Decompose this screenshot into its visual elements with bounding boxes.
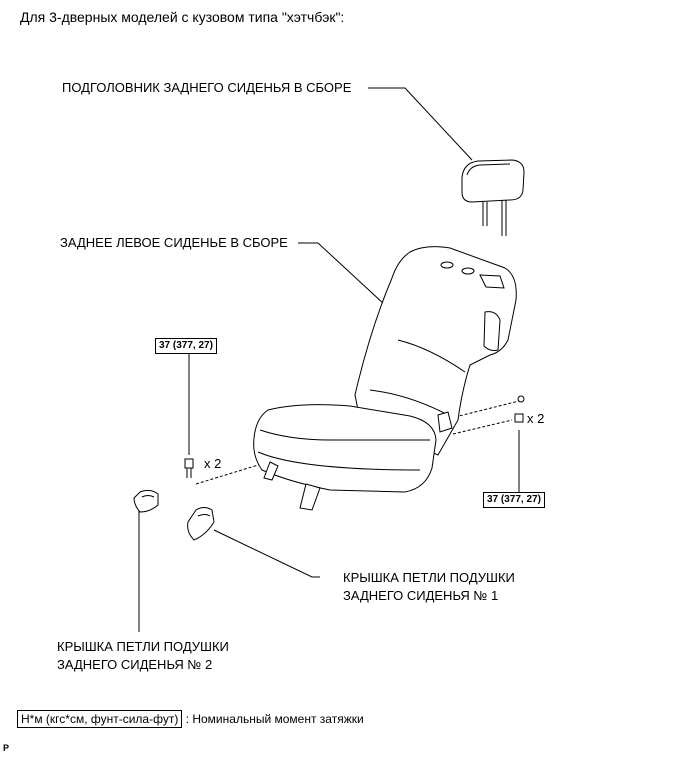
bolt-alignment-dashed-right-lower [452, 419, 513, 435]
bolt-alignment-dashed-left [195, 461, 269, 485]
cover1-leader-line [213, 529, 320, 578]
seat-label: ЗАДНЕЕ ЛЕВОЕ СИДЕНЬЕ В СБОРЕ [60, 235, 288, 250]
page-title: Для 3-дверных моделей с кузовом типа "хэ… [20, 9, 345, 25]
hinge-cover-1-label-line1: КРЫШКА ПЕТЛИ ПОДУШКИ [343, 570, 515, 585]
headrest-drawing [461, 159, 525, 236]
hinge-cover-1-label: КРЫШКА ПЕТЛИ ПОДУШКИ ЗАДНЕГО СИДЕНЬЯ № 1 [343, 569, 515, 605]
hinge-cover-parts [133, 489, 215, 541]
torque-legend-text: : Номинальный момент затяжки [182, 712, 364, 726]
bolt-quantity-right: x 2 [527, 411, 545, 426]
headrest-label: ПОДГОЛОВНИК ЗАДНЕГО СИДЕНЬЯ В СБОРЕ [62, 80, 352, 95]
seat-leader-line [298, 242, 386, 306]
corner-mark: P [3, 743, 10, 753]
torque-legend: Н*м (кгс*см, фунт-сила-фут) : Номинальны… [17, 710, 364, 728]
hinge-cover-2-label: КРЫШКА ПЕТЛИ ПОДУШКИ ЗАДНЕГО СИДЕНЬЯ № 2 [57, 638, 229, 674]
headrest-leader-line [368, 87, 473, 161]
bolts [184, 395, 525, 478]
rear-seat-drawing [253, 246, 517, 511]
torque-legend-units: Н*м (кгс*см, фунт-сила-фут) [17, 710, 183, 728]
torque-spec-left: 37 (377, 27) [155, 338, 217, 354]
bolt-quantity-left: x 2 [204, 456, 222, 471]
hinge-cover-2-label-line1: КРЫШКА ПЕТЛИ ПОДУШКИ [57, 639, 229, 654]
hinge-cover-1-label-line2: ЗАДНЕГО СИДЕНЬЯ № 1 [343, 588, 499, 603]
bolt-alignment-dashed-right-upper [454, 400, 520, 418]
torque-spec-right: 37 (377, 27) [483, 492, 545, 508]
hinge-cover-2-label-line2: ЗАДНЕГО СИДЕНЬЯ № 2 [57, 657, 213, 672]
